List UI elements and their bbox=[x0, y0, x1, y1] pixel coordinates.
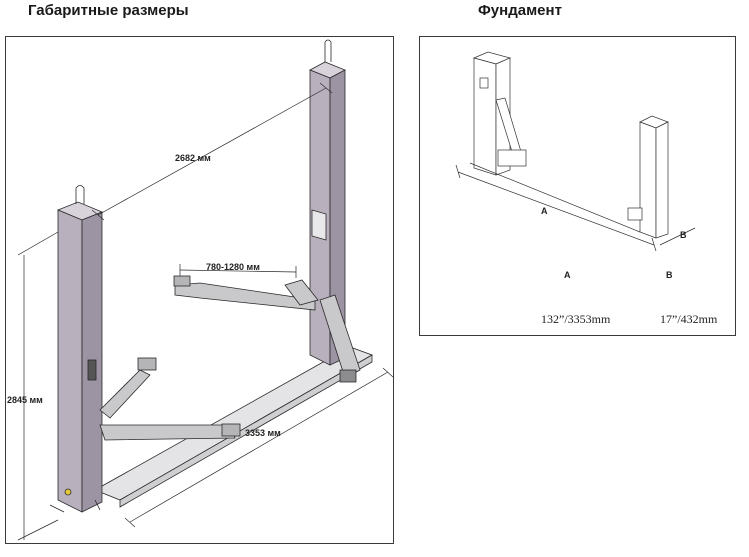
foundation-dim-b bbox=[659, 227, 696, 246]
foundation-drawing bbox=[472, 51, 669, 239]
foundation-label-a: A bbox=[564, 270, 571, 280]
dim-line-arm-reach bbox=[179, 269, 297, 273]
left-post bbox=[49, 185, 104, 513]
dim-line-post-distance bbox=[97, 87, 327, 216]
foundation-panel bbox=[419, 36, 736, 336]
left-lift-arms bbox=[99, 357, 241, 441]
height-label: 2845 мм bbox=[7, 395, 43, 405]
post-distance-label: 2682 мм bbox=[175, 153, 211, 163]
dimensions-heading: Габаритные размеры bbox=[28, 2, 189, 19]
foundation-a-dim-mark: A bbox=[541, 206, 548, 216]
foundation-b-dim-mark: B bbox=[680, 230, 687, 240]
foundation-label-b: B bbox=[666, 270, 673, 280]
foundation-heading: Фундамент bbox=[478, 2, 562, 19]
right-lift-arms bbox=[173, 275, 361, 383]
foundation-value-a: 132”/3353mm bbox=[541, 312, 611, 326]
arm-reach-label: 780-1280 мм bbox=[206, 262, 260, 272]
foundation-value-b: 17”/432mm bbox=[660, 312, 718, 326]
base-plate bbox=[94, 346, 373, 501]
right-post bbox=[309, 39, 346, 366]
base-length-label: 3353 мм bbox=[245, 428, 281, 438]
foundation-dim-a bbox=[457, 171, 655, 246]
dim-line-base-length bbox=[129, 371, 389, 523]
